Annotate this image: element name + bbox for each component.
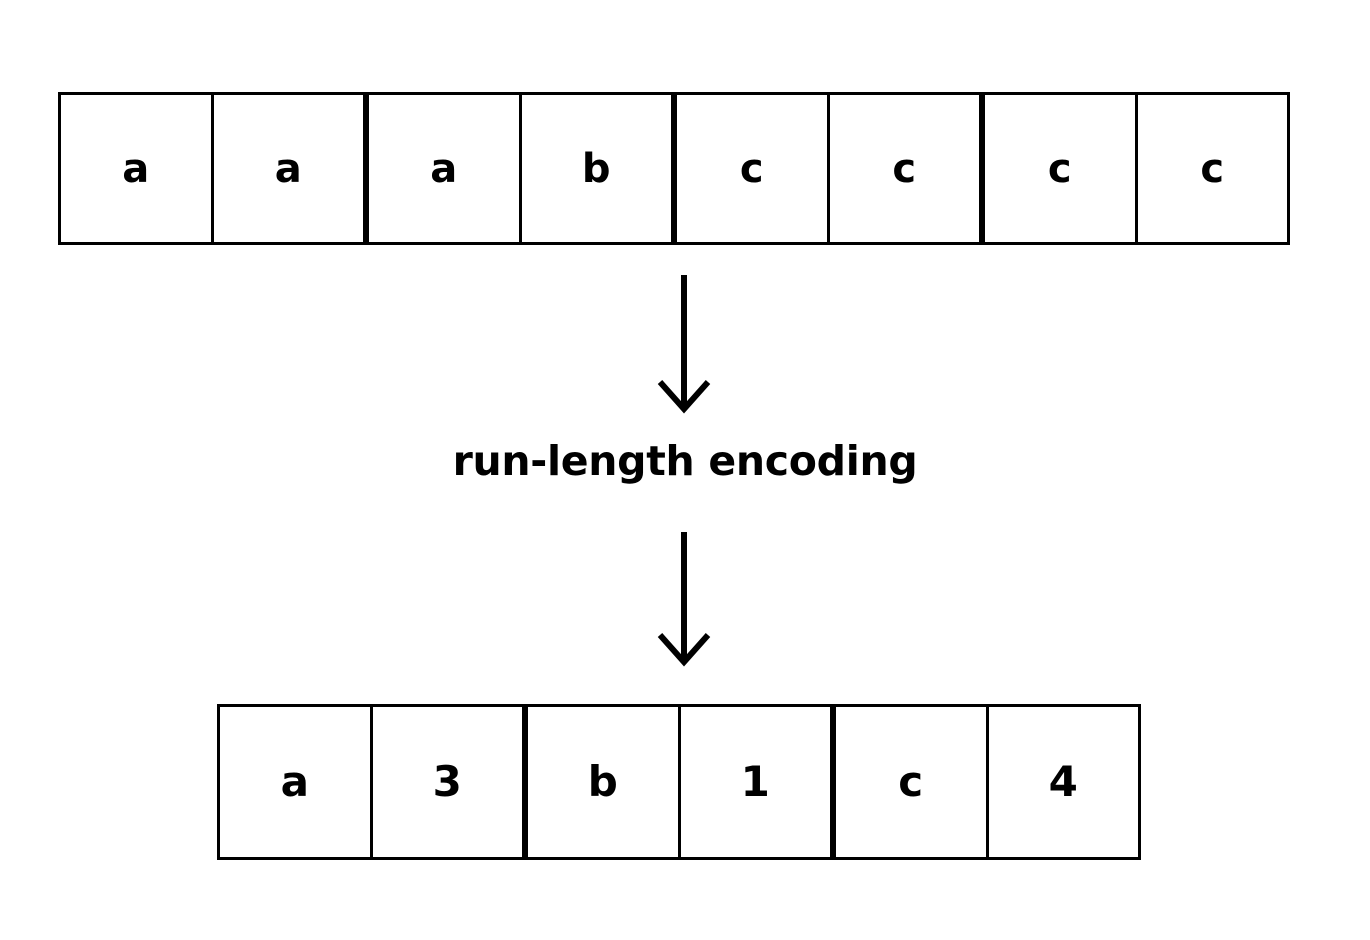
output-cell-label: b [587,757,618,806]
output-cell-0: a [217,704,373,860]
input-sequence-row: a a a b c c c c [58,92,1290,245]
output-cell-4: c [833,704,989,860]
input-cell-label: a [122,145,150,192]
output-cell-label: a [280,757,309,806]
input-cell-label: a [430,145,458,192]
input-cell-3: b [518,92,674,245]
output-cell-label: 1 [740,757,770,806]
input-cell-0: a [58,92,214,245]
input-cell-label: c [1047,145,1072,192]
input-cell-5: c [826,92,982,245]
input-cell-1: a [210,92,366,245]
input-cell-6: c [982,92,1138,245]
input-cell-label: a [274,145,302,192]
output-cell-2: b [525,704,681,860]
output-cell-5: 4 [985,704,1141,860]
output-cell-label: 4 [1048,757,1078,806]
output-cell-label: c [898,757,924,806]
input-cell-label: c [892,145,917,192]
process-label: run-length encoding [452,437,918,485]
input-cell-4: c [674,92,830,245]
output-cell-label: 3 [432,757,462,806]
input-cell-label: c [1200,145,1225,192]
output-cell-3: 1 [677,704,833,860]
input-cell-label: c [739,145,764,192]
encoded-sequence-row: a 3 b 1 c 4 [217,704,1141,860]
input-cell-label: b [581,145,611,192]
output-cell-1: 3 [369,704,525,860]
input-cell-2: a [366,92,522,245]
arrow-down-icon [649,529,719,667]
input-cell-7: c [1134,92,1290,245]
arrow-down-icon [649,272,719,414]
